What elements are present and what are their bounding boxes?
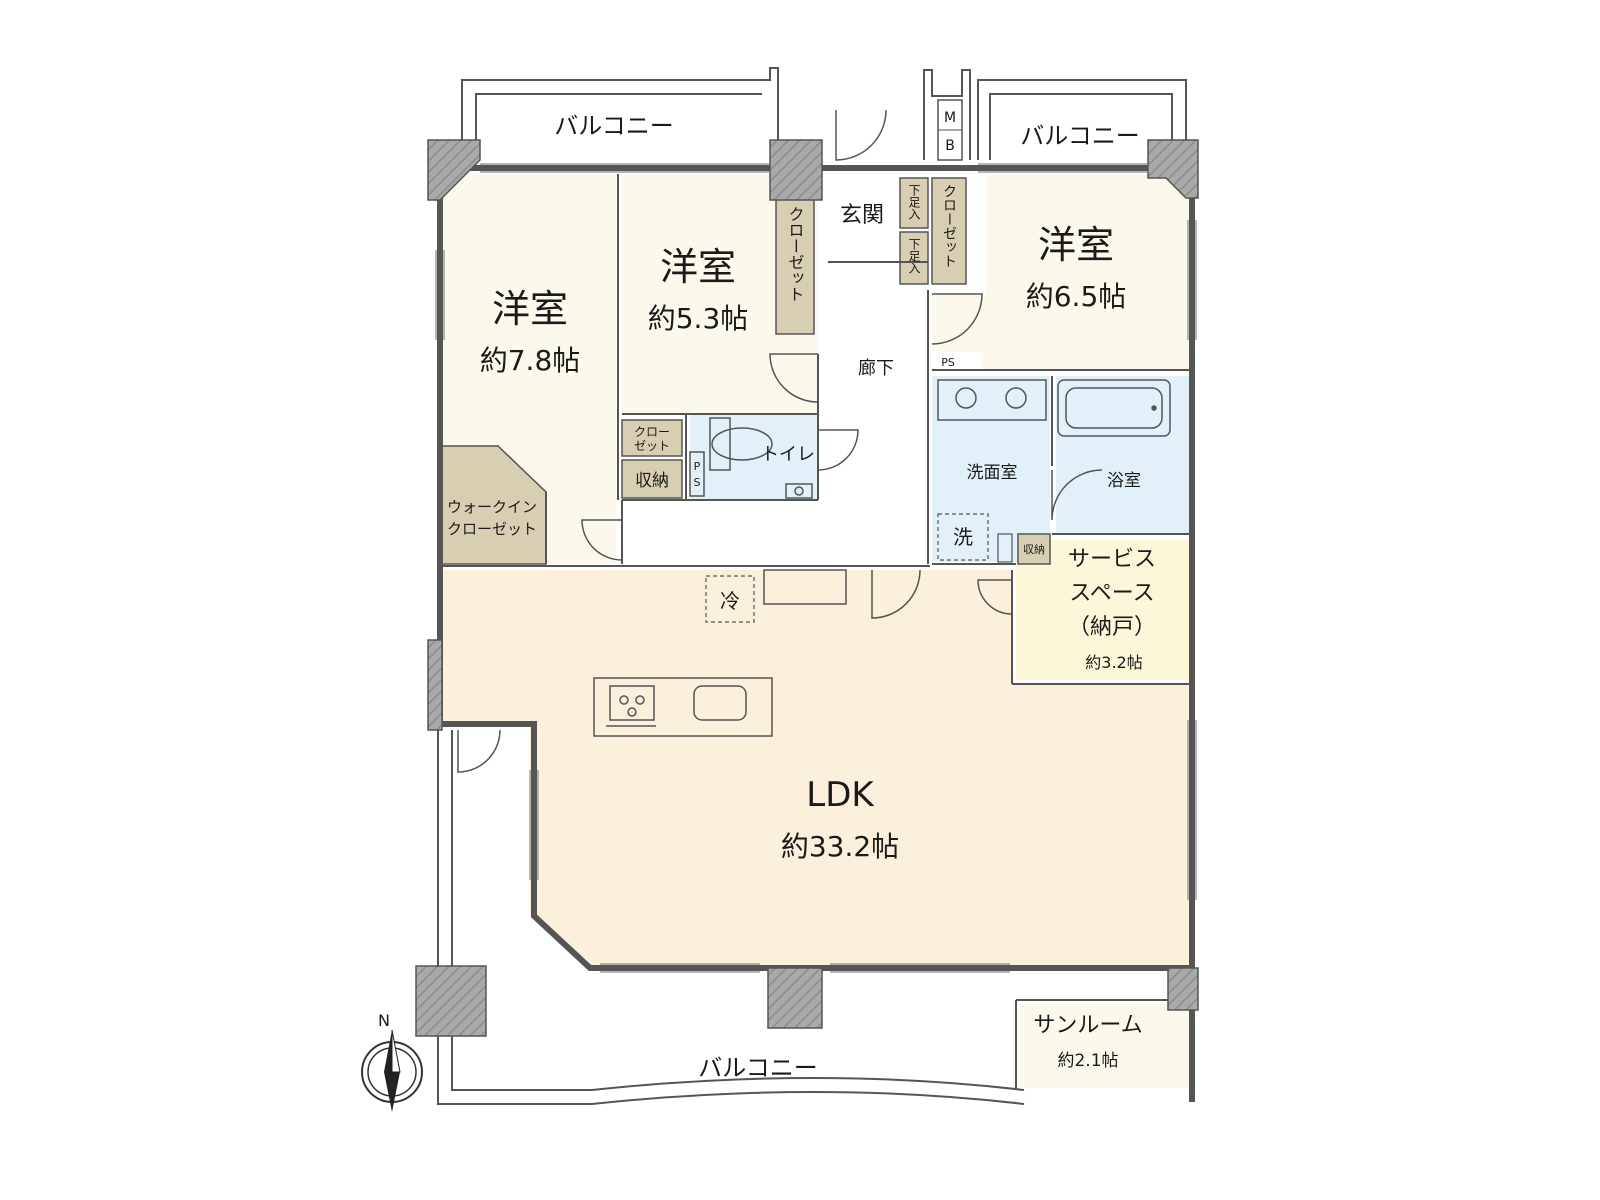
service-name-3: （納戸）	[1068, 615, 1156, 640]
mb-label-b: B	[945, 138, 955, 154]
closet-b-label: クローゼット	[786, 206, 805, 302]
room-ldk	[442, 570, 1190, 966]
closet-western-c	[931, 177, 967, 285]
washer-label: 洗	[953, 525, 973, 549]
room-sunroom	[1020, 1004, 1190, 1088]
toilet-fixture	[689, 417, 813, 499]
western-b-size: 約5.3帖	[648, 302, 749, 335]
closet-c-label: クローゼット	[941, 184, 957, 268]
service-name-2: スペース	[1069, 581, 1154, 606]
pillars	[415, 139, 1199, 1037]
walkin-label-2: クローゼット	[447, 520, 537, 538]
western-c-name: 洋室	[1038, 223, 1114, 267]
western-a-name: 洋室	[492, 287, 568, 331]
fridge-space	[705, 575, 755, 623]
ldk-name: LDK	[806, 775, 875, 815]
storage-small	[1017, 533, 1051, 565]
washer-space	[937, 513, 989, 561]
shoe-cabinet-2-label: 下足入	[907, 238, 921, 274]
washroom-label: 洗面室	[967, 463, 1018, 483]
room-toilet	[690, 414, 818, 500]
kitchen-counter-back	[763, 569, 847, 605]
balcony-bottom	[437, 730, 1025, 1105]
room-bathroom	[1056, 376, 1190, 534]
compass-icon	[361, 1029, 423, 1112]
compass-north-label: N	[378, 1011, 390, 1030]
balcony-top-left-label: バルコニー	[554, 112, 674, 140]
shoe-cabinet-1	[899, 177, 929, 229]
corridor-label: 廊下	[858, 358, 894, 379]
balcony-top-right-label: バルコニー	[1020, 122, 1140, 150]
room-washroom	[932, 376, 1050, 562]
ps-v-label-p: P	[694, 460, 701, 473]
balcony-bottom-label: バルコニー	[698, 1054, 818, 1082]
washbasin	[937, 379, 1047, 421]
walkin-label-1: ウォークイン	[447, 498, 537, 516]
entrance-label: 玄関	[840, 203, 884, 228]
western-b-name: 洋室	[660, 245, 736, 289]
ps-v-label-s: S	[694, 476, 701, 489]
service-name-1: サービス	[1068, 547, 1156, 572]
toilet-label: トイレ	[761, 444, 815, 465]
mb-label-m: M	[944, 110, 956, 126]
closet-small-label-2: ゼット	[634, 439, 670, 453]
ldk-size: 約33.2帖	[781, 830, 899, 863]
western-a-size: 約7.8帖	[480, 344, 581, 377]
bathroom-label: 浴室	[1107, 471, 1141, 491]
balcony-top-left	[461, 67, 779, 168]
storage-small-label: 収納	[1023, 543, 1045, 556]
service-size: 約3.2帖	[1085, 653, 1142, 672]
sink-cabinet-small	[997, 533, 1013, 563]
storage-box	[621, 459, 683, 499]
closet-western-b	[775, 197, 815, 335]
door-swings	[457, 109, 1103, 773]
kitchen-island	[593, 677, 773, 737]
storage-label: 収納	[635, 471, 669, 491]
shoe-cabinet-1-label: 下足入	[907, 184, 921, 220]
interior-walls	[442, 174, 1190, 1090]
closet-small-label-1: クロー	[634, 425, 670, 439]
shoe-cabinet-2	[899, 231, 929, 285]
sunroom-size: 約2.1帖	[1057, 1051, 1118, 1071]
fridge-label: 冷	[720, 589, 740, 613]
bathtub	[1057, 379, 1171, 437]
western-c-size: 約6.5帖	[1026, 280, 1127, 313]
closet-small	[621, 419, 683, 457]
ps-top-label: PS	[941, 356, 955, 369]
sunroom-name: サンルーム	[1033, 1013, 1142, 1038]
room-western-c	[932, 174, 1190, 370]
windows	[435, 163, 1197, 973]
balcony-top-right	[923, 69, 1187, 161]
